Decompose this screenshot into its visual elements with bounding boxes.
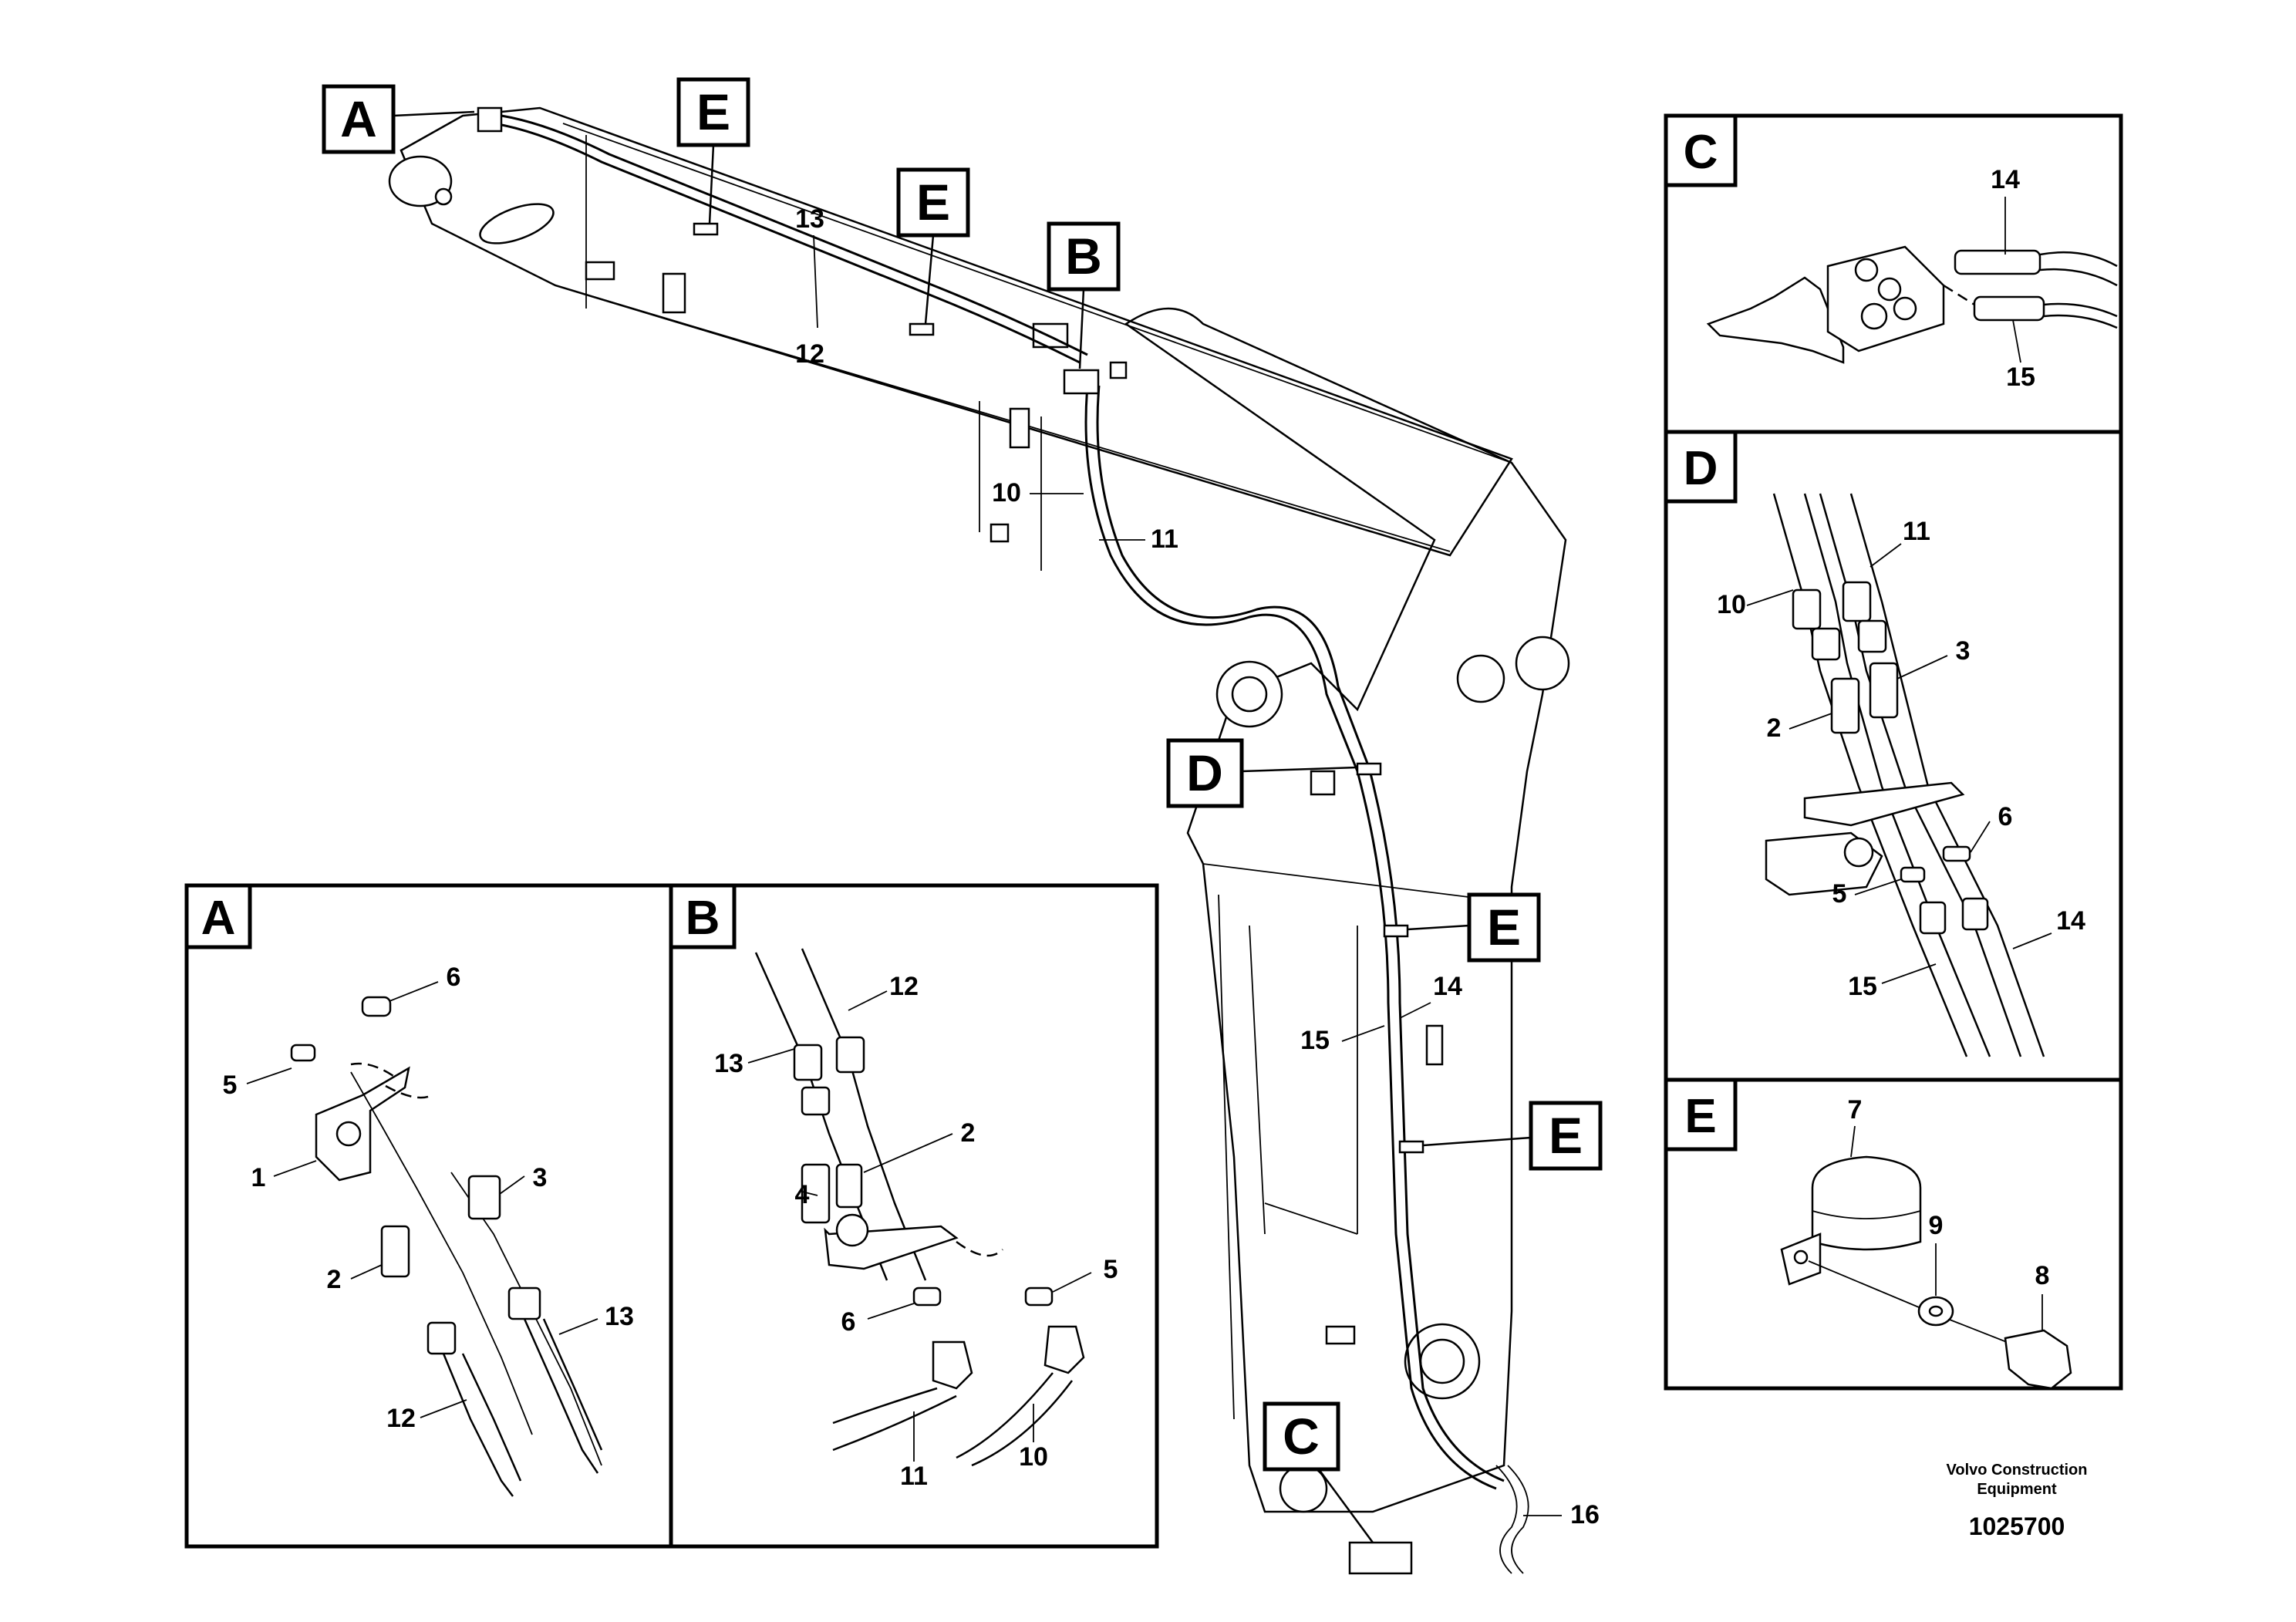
main-part-numbers: 13 12 10 11 14 15 16: [795, 204, 1600, 1529]
panel-e: E 7 9 8: [1664, 1077, 2123, 1391]
panel-a: A 6 5 1 3 2 13 12: [184, 883, 673, 1549]
panel-d-number-5: 5: [1832, 879, 1847, 909]
callout-c-label: C: [1283, 1408, 1320, 1465]
boom: [1124, 307, 1570, 1513]
panel-d-number-14: 14: [2056, 906, 2085, 936]
panel-b-number-10: 10: [1019, 1442, 1048, 1472]
panel-e-number-7: 7: [1848, 1095, 1863, 1125]
main-number-10: 10: [992, 478, 1021, 508]
panel-a-number-13: 13: [605, 1302, 634, 1331]
callout-b[interactable]: B: [1047, 221, 1121, 369]
panel-d: D 11 10 3 2 6 5 14 15: [1664, 430, 2123, 1082]
panel-a-number-6: 6: [447, 963, 461, 992]
panel-c: C 14 15: [1664, 113, 2123, 434]
main-illustration: [388, 106, 1570, 1575]
callout-e-2[interactable]: E: [896, 167, 970, 325]
part-bracket-d: [1803, 781, 1965, 827]
main-number-14: 14: [1433, 972, 1462, 1001]
callout-a-label: A: [340, 90, 377, 147]
main-number-13: 13: [795, 204, 824, 234]
panel-b-number-4: 4: [795, 1180, 810, 1209]
panel-e-number-9: 9: [1929, 1211, 1944, 1240]
panel-d-number-15: 15: [1848, 972, 1877, 1001]
panel-b-title: B: [686, 892, 720, 945]
callout-e-2-label: E: [916, 174, 950, 231]
panel-b-number-13: 13: [714, 1049, 743, 1078]
callout-e-3[interactable]: E: [1407, 892, 1541, 963]
panel-c-number-15: 15: [2006, 363, 2035, 392]
main-number-16: 16: [1570, 1500, 1600, 1529]
callout-a[interactable]: A: [322, 84, 475, 154]
panel-b: B 12 13 2 4 5 6 11 10: [669, 883, 1159, 1549]
panel-e-title: E: [1684, 1090, 1716, 1143]
panel-b-number-2: 2: [961, 1118, 976, 1148]
panel-d-number-11: 11: [1903, 517, 1930, 546]
panel-d-number-3: 3: [1956, 636, 1971, 666]
part-6-plug: [1942, 845, 1971, 862]
panel-c-number-14: 14: [1991, 165, 2020, 194]
part-5-plug: [1900, 866, 1926, 883]
callout-e-1[interactable]: E: [676, 77, 750, 224]
panel-b-number-11: 11: [900, 1462, 928, 1491]
panel-b-number-6: 6: [841, 1307, 856, 1337]
part-2-adapter: [1830, 677, 1860, 734]
callout-e-1-label: E: [696, 83, 730, 140]
main-number-15: 15: [1300, 1026, 1330, 1055]
part-1-bracket: [315, 1066, 410, 1182]
panel-a-title: A: [201, 892, 236, 945]
callout-e-4-label: E: [1549, 1107, 1583, 1164]
brand-line-2: Equipment: [1977, 1481, 2057, 1498]
panel-b-number-12: 12: [889, 972, 919, 1001]
panel-a-number-12: 12: [386, 1404, 416, 1433]
panel-d-title: D: [1684, 442, 1718, 495]
hose-routing: [477, 106, 1529, 1575]
part-4-adapter: [801, 1163, 831, 1224]
panel-c-title: C: [1684, 126, 1718, 179]
panel-a-number-5: 5: [223, 1071, 238, 1100]
panel-a-number-2: 2: [327, 1265, 342, 1294]
callout-b-label: B: [1065, 228, 1102, 285]
panel-e-number-8: 8: [2035, 1261, 2050, 1290]
brand-line-1: Volvo Construction: [1947, 1462, 2088, 1479]
part-6-plug: [361, 996, 392, 1017]
document-number: 1025700: [1969, 1512, 2065, 1540]
panel-b-number-5: 5: [1104, 1255, 1118, 1284]
panel-a-number-1: 1: [251, 1163, 266, 1192]
panel-d-number-10: 10: [1717, 590, 1746, 619]
callout-e-4[interactable]: E: [1422, 1101, 1603, 1171]
callout-d-label: D: [1186, 744, 1223, 801]
part-2-adapter: [835, 1163, 863, 1209]
part-7-clamp: [1811, 1155, 1922, 1251]
part-3-adapter: [467, 1175, 501, 1220]
callout-d[interactable]: D: [1166, 738, 1358, 808]
part-5-plug: [290, 1044, 316, 1062]
part-valve-bracket: [1706, 276, 1845, 364]
part-8-bolt: [2004, 1329, 2072, 1390]
part-6-plug: [912, 1286, 942, 1307]
part-5-plug: [1024, 1286, 1054, 1307]
part-3-adapter: [1869, 662, 1899, 719]
panel-d-number-2: 2: [1767, 713, 1782, 743]
footer: Volvo Construction Equipment 1025700: [1947, 1462, 2088, 1540]
panel-a-number-3: 3: [533, 1163, 548, 1192]
callout-e-3-label: E: [1487, 899, 1521, 956]
main-number-12: 12: [795, 339, 824, 369]
part-2-adapter: [380, 1225, 410, 1278]
main-number-11: 11: [1151, 524, 1178, 554]
callout-c[interactable]: C: [1263, 1401, 1374, 1543]
panel-d-number-6: 6: [1998, 802, 2013, 831]
